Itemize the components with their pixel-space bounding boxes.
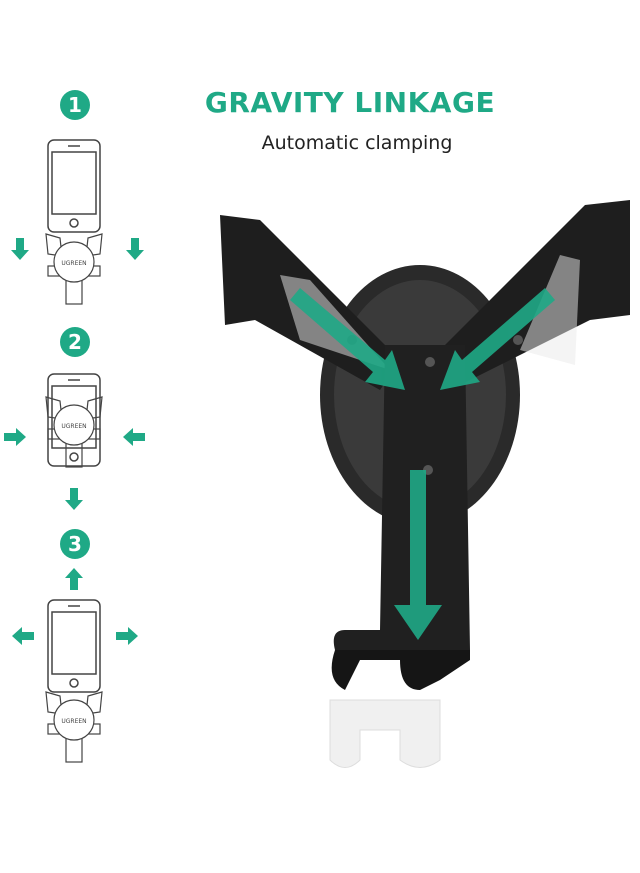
phone-icon	[47, 139, 101, 233]
step-3-diagram	[12, 568, 138, 763]
step-badge-1: 1	[60, 90, 90, 120]
arrow-up-icon	[65, 568, 83, 590]
page-subtitle: Automatic clamping	[261, 132, 453, 154]
product-photo	[220, 200, 630, 768]
arrow-down-icon	[126, 238, 144, 260]
phone-icon	[47, 599, 101, 693]
step-2-diagram	[4, 373, 145, 510]
arrow-icon	[290, 288, 405, 390]
arrow-down-icon	[11, 238, 29, 260]
arrow-right-icon	[116, 627, 138, 645]
step-badge-2: 2	[60, 327, 90, 357]
car-mount-icon	[45, 233, 103, 305]
car-mount-icon	[45, 396, 103, 468]
step-1-diagram	[11, 139, 144, 305]
arrow-down-icon	[65, 488, 83, 510]
arrow-down-icon	[394, 470, 442, 640]
car-mount-icon	[45, 691, 103, 763]
arrow-left-icon	[123, 428, 145, 446]
arrow-right-icon	[4, 428, 26, 446]
arrow-left-icon	[12, 627, 34, 645]
step-badge-3: 3	[60, 529, 90, 559]
arrow-icon	[440, 288, 555, 390]
page-title: GRAVITY LINKAGE	[204, 86, 496, 119]
gravity-arrows	[290, 288, 555, 640]
